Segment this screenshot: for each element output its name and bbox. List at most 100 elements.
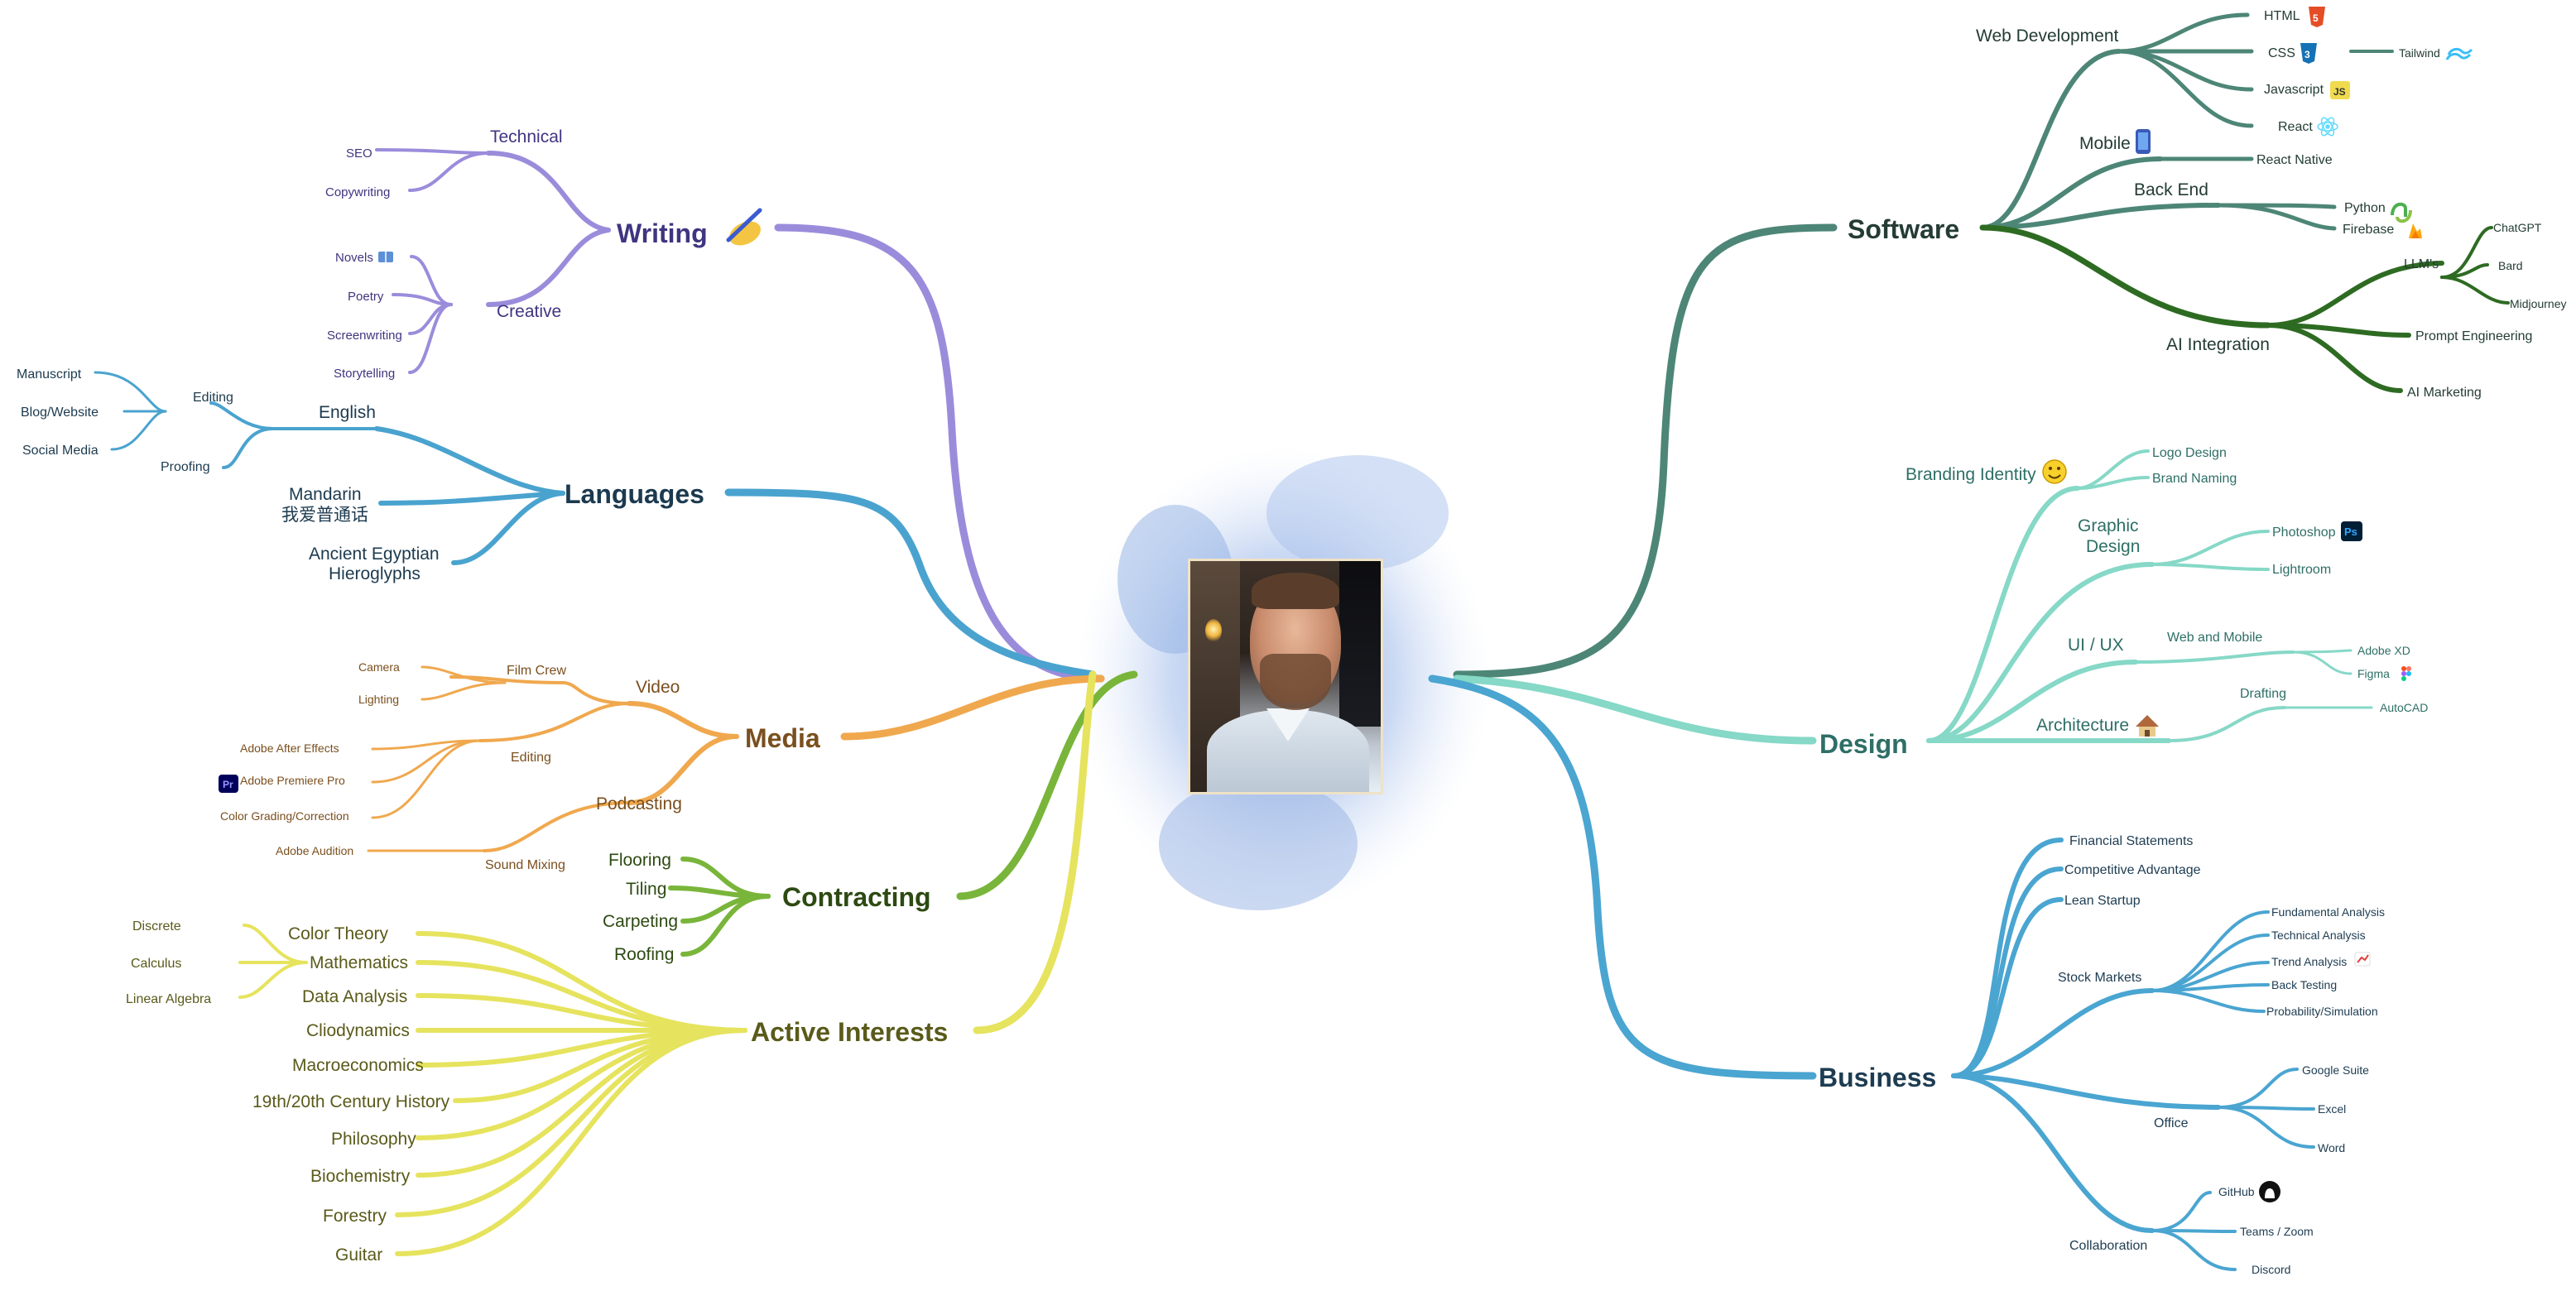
design-logo[interactable]: Logo Design [2152, 446, 2227, 460]
sw-web-dev[interactable]: Web Development [1976, 26, 2119, 46]
lang-english[interactable]: English [319, 403, 376, 422]
topic-contracting[interactable]: Contracting [782, 882, 931, 912]
sw-ai-integration[interactable]: AI Integration [2166, 335, 2270, 354]
writing-copywriting[interactable]: Copywriting [325, 185, 390, 199]
sw-python[interactable]: Python [2344, 201, 2386, 215]
biz-google-suite[interactable]: Google Suite [2302, 1063, 2369, 1077]
sw-prompt-engineering[interactable]: Prompt Engineering [2415, 329, 2532, 343]
media-premiere[interactable]: Adobe Premiere Pro [240, 774, 345, 787]
sw-html[interactable]: HTML [2264, 9, 2300, 23]
media-audition[interactable]: Adobe Audition [276, 844, 353, 857]
interest-mathematics[interactable]: Mathematics [310, 953, 408, 972]
biz-competitive[interactable]: Competitive Advantage [2064, 863, 2201, 877]
sw-back-end[interactable]: Back End [2134, 180, 2208, 199]
design-photoshop[interactable]: Photoshop [2272, 526, 2336, 540]
interest-history[interactable]: 19th/20th Century History [252, 1092, 450, 1111]
contracting-tiling[interactable]: Tiling [626, 880, 666, 899]
sw-react-native[interactable]: React Native [2256, 153, 2333, 167]
biz-fundamental[interactable]: Fundamental Analysis [2271, 905, 2385, 919]
design-naming[interactable]: Brand Naming [2152, 472, 2237, 486]
lang-blog[interactable]: Blog/Website [21, 406, 99, 420]
media-after-effects[interactable]: Adobe After Effects [240, 741, 339, 755]
topic-software[interactable]: Software [1848, 214, 1959, 244]
writing-screenwriting[interactable]: Screenwriting [327, 329, 402, 343]
sw-tailwind[interactable]: Tailwind [2399, 46, 2440, 60]
topic-writing[interactable]: Writing [617, 218, 708, 248]
biz-back-testing[interactable]: Back Testing [2271, 978, 2337, 991]
interest-biochemistry[interactable]: Biochemistry [310, 1167, 411, 1186]
lang-mandarin-native[interactable]: 我爱普通话 [281, 506, 368, 525]
design-branding[interactable]: Branding Identity [1906, 465, 2036, 484]
design-web-mobile[interactable]: Web and Mobile [2167, 631, 2262, 645]
design-ui-ux[interactable]: UI / UX [2068, 636, 2124, 655]
biz-stock-markets[interactable]: Stock Markets [2058, 971, 2141, 985]
sw-javascript[interactable]: Javascript [2264, 83, 2324, 97]
topic-design[interactable]: Design [1819, 729, 1908, 759]
writing-poetry[interactable]: Poetry [348, 290, 384, 304]
biz-trend[interactable]: Trend Analysis [2271, 955, 2347, 968]
writing-creative[interactable]: Creative [497, 302, 561, 321]
profile-photo[interactable] [1188, 559, 1383, 794]
interest-macroeconomics[interactable]: Macroeconomics [292, 1056, 424, 1075]
design-drafting[interactable]: Drafting [2240, 687, 2286, 701]
design-figma[interactable]: Figma [2357, 667, 2390, 680]
lang-editing[interactable]: Editing [193, 391, 233, 405]
sw-css[interactable]: CSS [2268, 46, 2295, 60]
lang-manuscript[interactable]: Manuscript [17, 367, 82, 382]
media-sound-mixing[interactable]: Sound Mixing [485, 858, 565, 872]
media-color-grading[interactable]: Color Grading/Correction [220, 809, 349, 823]
writing-technical[interactable]: Technical [490, 127, 563, 146]
sw-ai-marketing[interactable]: AI Marketing [2407, 386, 2482, 400]
lang-egyptian-1[interactable]: Ancient Egyptian [309, 545, 440, 564]
biz-collaboration[interactable]: Collaboration [2069, 1239, 2147, 1253]
design-adobe-xd[interactable]: Adobe XD [2357, 644, 2410, 657]
design-lightroom[interactable]: Lightroom [2272, 563, 2331, 577]
media-editing[interactable]: Editing [511, 751, 551, 765]
interest-color-theory[interactable]: Color Theory [288, 924, 388, 943]
design-graphic-1[interactable]: Graphic [2078, 516, 2139, 535]
biz-word[interactable]: Word [2318, 1141, 2345, 1154]
sw-midjourney[interactable]: Midjourney [2510, 297, 2566, 310]
interest-forestry[interactable]: Forestry [323, 1207, 387, 1226]
topic-languages[interactable]: Languages [565, 479, 704, 509]
interest-data-analysis[interactable]: Data Analysis [302, 987, 407, 1006]
writing-storytelling[interactable]: Storytelling [334, 367, 395, 381]
sw-mobile[interactable]: Mobile [2079, 134, 2131, 153]
sw-chatgpt[interactable]: ChatGPT [2493, 221, 2542, 234]
interest-philosophy[interactable]: Philosophy [331, 1130, 416, 1149]
writing-seo[interactable]: SEO [346, 146, 372, 161]
media-film-crew[interactable]: Film Crew [507, 664, 566, 678]
contracting-flooring[interactable]: Flooring [608, 851, 671, 870]
interest-linear-algebra[interactable]: Linear Algebra [126, 992, 211, 1006]
interest-discrete[interactable]: Discrete [132, 919, 181, 933]
topic-business[interactable]: Business [1819, 1063, 1936, 1092]
sw-bard[interactable]: Bard [2498, 259, 2523, 272]
biz-excel[interactable]: Excel [2318, 1102, 2346, 1116]
media-video[interactable]: Video [636, 678, 680, 697]
sw-react[interactable]: React [2278, 120, 2313, 134]
writing-novels[interactable]: Novels [335, 251, 373, 265]
topic-interests[interactable]: Active Interests [751, 1017, 948, 1047]
sw-llms[interactable]: LLM's [2404, 257, 2439, 271]
contracting-carpeting[interactable]: Carpeting [603, 912, 678, 931]
topic-media[interactable]: Media [745, 723, 820, 753]
contracting-roofing[interactable]: Roofing [614, 945, 674, 964]
media-lighting[interactable]: Lighting [358, 693, 399, 706]
lang-proofing[interactable]: Proofing [161, 460, 210, 474]
design-autocad[interactable]: AutoCAD [2380, 701, 2428, 714]
biz-teams[interactable]: Teams / Zoom [2240, 1225, 2314, 1238]
interest-calculus[interactable]: Calculus [131, 957, 181, 971]
media-podcasting[interactable]: Podcasting [596, 794, 682, 813]
biz-probability[interactable]: Probability/Simulation [2266, 1005, 2378, 1018]
biz-discord[interactable]: Discord [2252, 1263, 2290, 1276]
biz-financial[interactable]: Financial Statements [2069, 834, 2193, 848]
biz-office[interactable]: Office [2154, 1116, 2189, 1130]
interest-guitar[interactable]: Guitar [335, 1245, 382, 1265]
biz-lean[interactable]: Lean Startup [2064, 894, 2141, 908]
biz-github[interactable]: GitHub [2218, 1185, 2255, 1198]
interest-cliodynamics[interactable]: Cliodynamics [306, 1021, 410, 1040]
design-architecture[interactable]: Architecture [2036, 716, 2129, 735]
media-camera[interactable]: Camera [358, 660, 400, 674]
lang-mandarin[interactable]: Mandarin [289, 485, 362, 504]
biz-technical[interactable]: Technical Analysis [2271, 929, 2366, 942]
